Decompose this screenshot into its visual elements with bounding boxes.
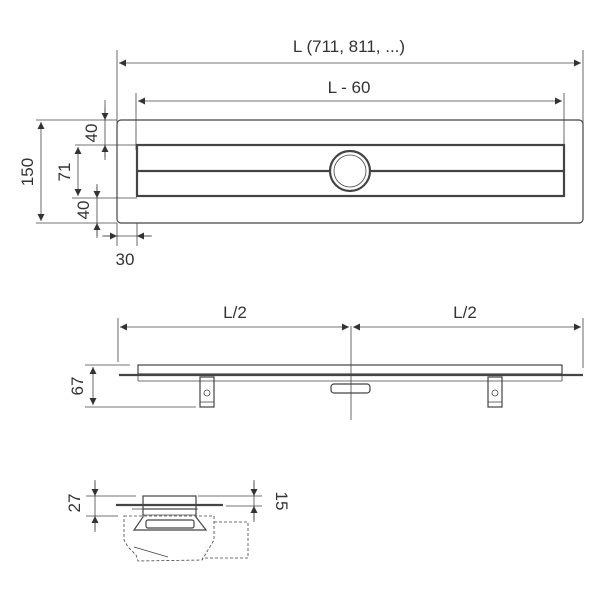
bottom-margin-label: 40 [74,201,93,220]
dimension-total-width: 150 [18,122,45,221]
right-support-foot [487,376,503,408]
height-label: 67 [68,377,87,396]
top-margin-label: 40 [82,124,101,143]
dimension-channel-width: 71 [55,147,82,196]
dimension-end-left: 27 [65,480,99,532]
channel-width-label: 71 [55,163,74,182]
left-support-foot [199,376,215,408]
drain-outlet-circle [328,149,372,193]
overall-length-label: L (711, 811, ...) [293,37,405,56]
dimension-bottom-margin: 40 [74,184,101,238]
channel-side-profile [137,364,563,375]
right-half-label: L/2 [453,303,477,322]
end-view: 27 15 [65,480,291,562]
dimension-left-half: L/2 [120,303,349,331]
top-view: L (711, 811, ...) L - 60 150 [18,37,584,269]
dimension-side-margin: 30 [102,232,152,269]
end-left-height-label: 27 [65,494,84,513]
drain-frame [116,119,584,224]
dimension-inner-length: L - 60 [135,78,565,150]
dimension-overall-length: L (711, 811, ...) [116,37,584,125]
side-margin-label: 30 [116,250,135,269]
dimension-height: 67 [68,367,97,405]
end-right-height-label: 15 [272,492,291,511]
outlet-side-profile [330,383,371,394]
total-width-label: 150 [18,158,37,186]
dimension-end-right: 15 [250,480,291,522]
left-half-label: L/2 [223,303,247,322]
inner-length-label: L - 60 [328,78,371,97]
dimension-top-margin: 40 [82,100,109,160]
side-view: L/2 L/2 67 [68,303,584,420]
dimension-right-half: L/2 [353,303,581,331]
